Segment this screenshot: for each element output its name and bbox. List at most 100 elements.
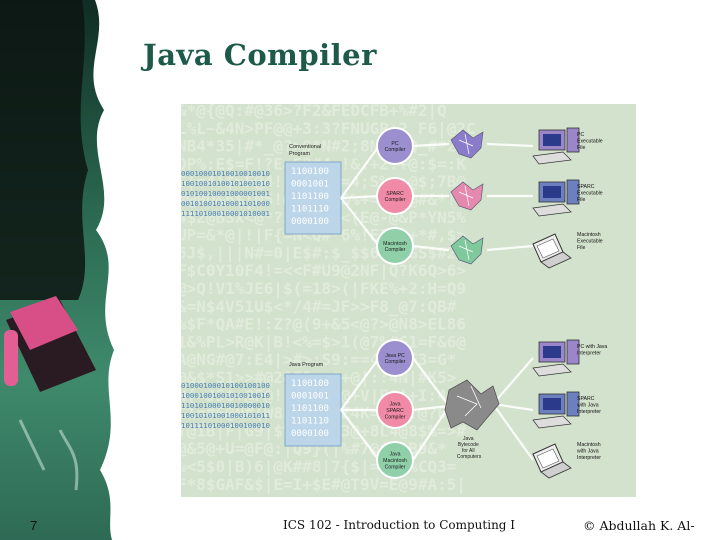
footer-course: ICS 102 - Introduction to Computing I	[283, 518, 516, 532]
compiler-label: Compiler	[385, 414, 406, 420]
binary-stream-line: 10010101001000101011	[181, 411, 270, 420]
compiler-circle	[376, 127, 414, 165]
compiler-label: Macintosh	[383, 458, 407, 464]
arrow	[412, 244, 450, 252]
arrow	[412, 142, 450, 148]
slide-number: 7	[30, 518, 38, 533]
paper-crease	[458, 185, 474, 207]
arrow	[412, 405, 450, 461]
compiler-circle	[376, 441, 414, 479]
binary-stream-line: 01000100010100100100	[181, 381, 270, 390]
compiler-label: SPARC	[386, 191, 404, 197]
binary-stream-line: 11110100010001010001	[181, 209, 270, 218]
arrow	[340, 145, 380, 199]
compiler-label: SPARC	[386, 408, 404, 414]
binary-block-line: 0001001	[291, 392, 329, 402]
background-code-line: @>Q!V1%JE6|$(=18>(|FKE%+2:H=Q9	[181, 279, 466, 299]
compiler-circle	[376, 227, 414, 265]
background-code-line: &*@{@Q:#@36>?F2&FEDCFB+%#2|Q	[181, 104, 447, 121]
arrow	[340, 197, 380, 247]
binary-block-line: 0000100	[291, 217, 329, 227]
compiler-label: PC	[391, 141, 398, 147]
compiler-label: Java	[390, 452, 401, 458]
binary-stream-line: 11010100010010000010	[181, 401, 270, 410]
slide-title: Java Compiler	[143, 38, 377, 72]
java-code-block	[284, 373, 342, 447]
binary-block-line: 1100100	[291, 379, 329, 389]
compiler-label: Compiler	[385, 247, 406, 253]
binary-block-line: 1101100	[291, 404, 329, 414]
background-code-line: %$F*QA#E!:Z?@(9+&5<@?>@N8>EL86	[181, 315, 466, 334]
compiler-circle	[376, 339, 414, 377]
compiler-label: Compiler	[385, 147, 406, 153]
binary-block-line: 0001001	[291, 180, 329, 190]
binary-stream-line: 00101001010001101000	[181, 199, 270, 208]
java-compiler-diagram: &*@{@Q:#@36>?F2&FEDCFB+%#2|QL%L~&4N>PF@@…	[181, 104, 636, 497]
java-binary-block: 1100100 0001001 1101100 1101110 0000100	[291, 379, 329, 439]
compiler-label: Compiler	[385, 464, 406, 470]
arrow	[412, 404, 450, 412]
arrow	[340, 409, 380, 461]
paper-crease	[458, 239, 474, 261]
binary-stream-line: 00010001010010010010	[181, 169, 270, 178]
binary-block-line: 0000100	[291, 429, 329, 439]
java-compilers: Java PCCompilerJavaSPARCCompilerJavaMaci…	[376, 339, 414, 479]
java-binary-stream: 0100010001010010010010001001001010010010…	[181, 381, 270, 430]
compiler-label: Java PC	[385, 353, 405, 359]
arrow	[340, 194, 380, 200]
compiler-circle	[376, 177, 414, 215]
flow-arrows	[340, 142, 534, 461]
compiler-label: Java	[390, 402, 401, 408]
binary-stream-line: 01010010001000001001	[181, 189, 270, 198]
binary-block-line: 1101110	[291, 205, 329, 215]
arrow	[486, 142, 534, 148]
binary-block-line: 1101100	[291, 192, 329, 202]
binary-stream-line: 10010010100101001010	[181, 179, 270, 188]
conventional-binary-stream: 0001000101001001001010010010100101001010…	[181, 169, 270, 218]
compiled-output-papers	[450, 129, 484, 265]
compiler-label: Compiler	[385, 359, 406, 365]
arrow	[412, 357, 450, 407]
arrow	[492, 357, 534, 405]
binary-block-line: 1100100	[291, 167, 329, 177]
compiler-label: Compiler	[385, 197, 406, 203]
binary-stream-line: 10111101000100100010	[181, 421, 270, 430]
background-code-line: F$C0Y10F4!=<<F#U9@2NF|Q?K6Q>6>	[181, 261, 466, 281]
java-bytecode: Java Bytecode for All Computers	[444, 379, 500, 460]
arrow	[340, 357, 380, 411]
paper-crease	[458, 133, 474, 155]
binary-block-line: 1101110	[291, 417, 329, 427]
conventional-code-block	[284, 161, 342, 235]
conventional-binary-block: 1100100 0001001 1101100 1101110 0000100	[291, 167, 329, 227]
conventional-program-label: Conventional Program	[289, 144, 323, 157]
background-code-line: F*8$GAF&$|E=I+$E#@T9V=E@9#A:5|	[181, 475, 466, 495]
background-code-line: &=N$4V51U$<*/4#=JF>>F8_@7:QB#	[181, 297, 457, 316]
diagram-background	[181, 104, 636, 497]
footer-copyright: © Abdullah K. Al-	[583, 518, 695, 533]
arrow	[486, 244, 534, 252]
arrow	[492, 402, 534, 412]
compiler-circle	[376, 391, 414, 429]
java-program-label: Java Program	[289, 362, 324, 368]
arrow	[492, 403, 534, 461]
pink-chalk-stick	[4, 330, 18, 386]
binary-stream-line: 10001001001010010010	[181, 391, 270, 400]
bytecode-label: Java Bytecode for All Computers	[457, 436, 482, 460]
chalk-eraser	[6, 296, 96, 392]
compiler-label: Macintosh	[383, 241, 407, 247]
